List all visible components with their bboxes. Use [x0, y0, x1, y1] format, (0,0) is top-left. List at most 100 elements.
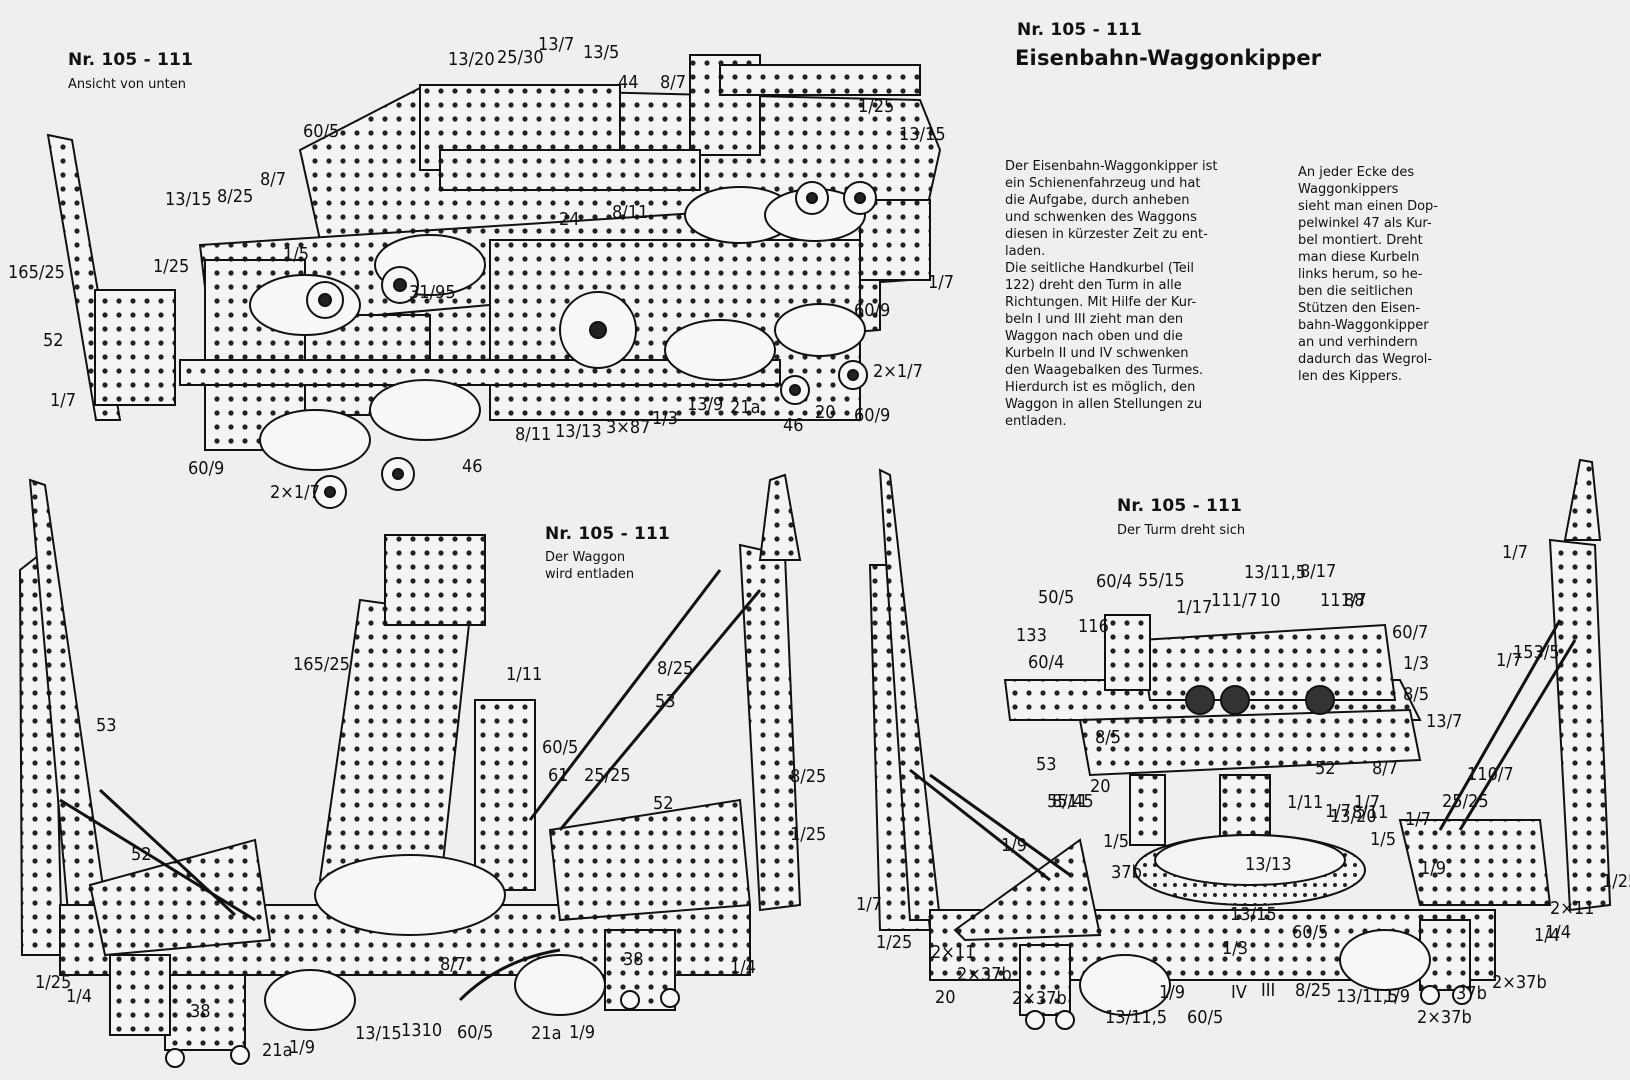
part-number-label: 13/20 — [1330, 806, 1377, 827]
part-number-label: 60/5 — [457, 1022, 493, 1043]
description-line: Die seitliche Handkurbel (Teil — [1005, 261, 1194, 276]
description-line: den Waagebalken des Turmes. — [1005, 363, 1204, 378]
part-number-label: 20 — [1090, 776, 1111, 797]
unload-view-number: Nr. 105 - 111 — [545, 524, 671, 544]
part-number-label: 8/5 — [1095, 727, 1121, 748]
part-number-label: 60/9 — [854, 300, 890, 321]
part-number-label: 8/11 — [1352, 802, 1388, 823]
description-line: an und verhindern — [1298, 335, 1418, 350]
part-number-label: 13/13 — [1245, 854, 1292, 875]
part-number-label: 46 — [783, 415, 804, 436]
description-line: len des Kippers. — [1298, 369, 1403, 384]
part-number-label: 1/25 — [858, 96, 894, 117]
part-number-label: 25/25 — [584, 765, 631, 786]
description-line: sieht man einen Dop- — [1298, 199, 1438, 214]
part-number-label: 60/9 — [854, 405, 890, 426]
unload-view-caption: Der Waggon wird entladen — [545, 549, 634, 583]
part-number-label: 38 — [623, 949, 644, 970]
part-number-label: 13/15 — [899, 124, 946, 145]
part-number-label: 1/7 — [1502, 542, 1528, 563]
description-column-1: Der Eisenbahn-Waggonkipper ist ein Schien… — [1005, 158, 1255, 430]
part-number-label: 1/4 — [1534, 925, 1560, 946]
part-number-label: 61 — [548, 765, 569, 786]
part-number-label: 60/5 — [303, 121, 339, 142]
part-number-label: 1/7 — [856, 894, 882, 915]
part-number-label: 111/7 — [1211, 590, 1258, 611]
part-number-label: 13/7 — [1426, 711, 1462, 732]
part-number-label: 60/4 — [1096, 571, 1132, 592]
tower-view-number: Nr. 105 - 111 — [1117, 496, 1243, 516]
part-number-label: 1/9 — [569, 1022, 595, 1043]
part-number-label: 8/7 — [440, 954, 466, 975]
part-number-label: 1/3 — [1403, 653, 1429, 674]
part-number-label: 38 — [190, 1001, 211, 1022]
part-number-label: 21a — [730, 397, 761, 418]
part-number-label: 1/9 — [1384, 986, 1410, 1007]
part-number-label: 1/3 — [652, 408, 678, 429]
part-number-label: 25/25 — [1442, 791, 1489, 812]
bottom-view-caption: Ansicht von unten — [68, 77, 186, 92]
part-number-label: 8/11 — [1052, 791, 1088, 812]
part-number-label: 8/7 — [260, 169, 286, 190]
part-number-label: 1/25 — [153, 256, 189, 277]
description-line: ein Schienenfahrzeug und hat — [1005, 176, 1201, 191]
tower-view-rods — [909, 619, 1577, 882]
part-number-label: 13/5 — [583, 42, 619, 63]
part-number-label: 1/25 — [876, 932, 912, 953]
description-line: 122) dreht den Turm in alle — [1005, 278, 1182, 293]
unload-view-wheels — [165, 854, 680, 1068]
description-line: Kurbeln II und IV schwenken — [1005, 346, 1189, 361]
part-number-label: 1/9 — [289, 1037, 315, 1058]
part-number-label: 13/15 — [355, 1023, 402, 1044]
part-number-label: 52 — [653, 793, 674, 814]
part-number-label: 1/7 — [1496, 650, 1522, 671]
part-number-label: 13/20 — [448, 49, 495, 70]
part-number-label: 2×37b — [1492, 972, 1547, 993]
part-number-label: 1/9 — [1001, 835, 1027, 856]
description-line: Waggonkippers — [1298, 182, 1399, 197]
tower-view-wheels — [1025, 685, 1472, 1030]
part-number-label: 31/95 — [409, 282, 456, 303]
part-number-label: 52 — [43, 330, 64, 351]
part-number-label: 153/5 — [1513, 642, 1560, 663]
part-number-label: 1/3 — [1222, 938, 1248, 959]
part-number-label: 8/25 — [790, 766, 826, 787]
description-line: Der Eisenbahn-Waggonkipper ist — [1005, 159, 1218, 174]
part-number-label: IV — [1231, 982, 1247, 1003]
part-number-label: 165/25 — [8, 262, 65, 283]
part-number-label: 24 — [559, 209, 580, 230]
part-number-label: 2×11 — [1550, 898, 1594, 919]
part-number-label: 165/25 — [293, 654, 350, 675]
part-number-label: 20 — [815, 402, 836, 423]
part-number-label: 13/15 — [165, 189, 212, 210]
unload-view-drawing — [18, 473, 802, 1051]
part-number-label: 8/25 — [1295, 980, 1331, 1001]
unload-view-rods — [59, 569, 762, 1002]
part-number-label: 8/7 — [1372, 758, 1398, 779]
part-number-label: 55/15 — [1138, 570, 1185, 591]
part-number-label: 1/25 — [790, 824, 826, 845]
description-line: laden. — [1005, 244, 1046, 259]
part-number-label: 1/11 — [506, 664, 542, 685]
part-number-label: 13/11,5 — [1105, 1007, 1167, 1028]
description-line: links herum, so he- — [1298, 267, 1423, 282]
part-number-label: 1/9 — [1159, 982, 1185, 1003]
part-number-label: 1/4 — [1545, 922, 1571, 943]
part-number-label: 2×37b — [1012, 988, 1067, 1009]
part-number-label: 50/5 — [1038, 587, 1074, 608]
part-number-label: 1/7 — [1405, 809, 1431, 830]
description-line: Stützen den Eisen- — [1298, 301, 1421, 316]
part-number-label: 133 — [1016, 625, 1047, 646]
part-number-label: 60/9 — [188, 458, 224, 479]
description-line: An jeder Ecke des — [1298, 165, 1415, 180]
part-number-label: 37b — [1111, 862, 1142, 883]
part-number-label: 20 — [935, 987, 956, 1008]
part-number-label: 1/5 — [1370, 829, 1396, 850]
part-number-label: 8/11 — [515, 424, 551, 445]
part-number-label: 1310 — [401, 1020, 442, 1041]
unload-caption-line: wird entladen — [545, 567, 635, 582]
